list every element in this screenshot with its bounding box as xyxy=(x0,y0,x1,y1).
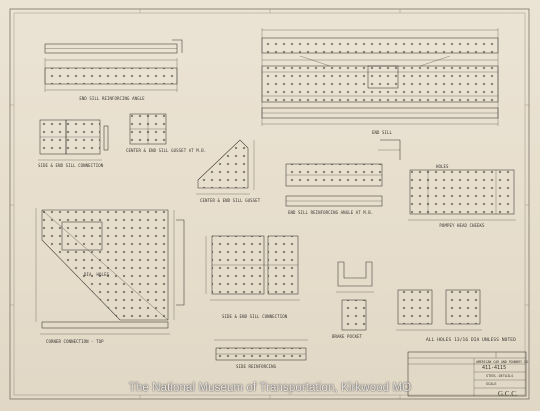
holes-detail-drawing xyxy=(396,289,482,331)
side-end-sill-connection-drawing xyxy=(38,119,109,161)
side-reinforcing-drawing xyxy=(214,339,308,361)
label-end-sill-reinforcing-angle: END SILL REINFORCING ANGLE xyxy=(79,96,145,101)
end-sill-drawing xyxy=(261,28,499,126)
label-corner-connection-top: CORNER CONNECTION - TOP xyxy=(46,339,104,344)
museum-watermark: The National Museum of Transportation, K… xyxy=(128,382,412,394)
sheet-border xyxy=(9,8,530,400)
pompey-head-cheeks-drawing xyxy=(408,169,516,221)
title-block-drawing-no: 411-4115 xyxy=(482,365,507,371)
label-side-reinforcing: SIDE REINFORCING xyxy=(236,364,277,369)
title-block-company: AMERICAN CAR AND FOUNDRY CO. xyxy=(476,360,530,364)
label-end-sill: END SILL xyxy=(372,130,393,135)
title-block-lines xyxy=(407,351,527,397)
drafter-initials: G.C.C. xyxy=(498,390,518,398)
label-holes: HOLES xyxy=(436,164,449,169)
triangular-gusset-drawing xyxy=(196,139,255,195)
end-sill-reinforcing-angle-drawing xyxy=(44,39,183,92)
corner-connection-top-drawing xyxy=(35,208,185,335)
center-end-sill-gusset-drawing xyxy=(129,113,167,145)
label-dia-holes: DIA. HOLES xyxy=(84,272,110,277)
label-brake-pocket: BRAKE POCKET xyxy=(332,334,363,339)
title-block-scale: SCALE xyxy=(486,382,497,386)
title-block-title: STEEL DETAILS xyxy=(486,374,514,378)
label-holes-note: ALL HOLES 13/16 DIA UNLESS NOTED xyxy=(426,338,516,343)
end-sill-reinforcing-angle-mb-drawing xyxy=(285,139,401,207)
label-center-end-sill-gusset: CENTER & END SILL GUSSET AT M.B. xyxy=(126,148,207,153)
label-end-sill-reinforcing-angle-mb: END SILL REINFORCING ANGLE AT M.B. xyxy=(288,210,374,215)
brake-pocket-drawing xyxy=(336,261,374,331)
inner-border xyxy=(13,12,526,396)
side-end-sill-connection-center-drawing xyxy=(205,235,300,301)
label-center-end-sill-gusset-2: CENTER & END SILL GUSSET xyxy=(200,198,261,203)
title-block: AMERICAN CAR AND FOUNDRY CO. 411-4115 ST… xyxy=(408,352,530,396)
label-side-end-sill-connection-2: SIDE & END SILL CONNECTION xyxy=(222,314,288,319)
label-side-end-sill-connection: SIDE & END SILL CONNECTION xyxy=(38,163,104,168)
label-pompey-head-cheeks: POMPEY HEAD CHEEKS xyxy=(439,223,485,228)
